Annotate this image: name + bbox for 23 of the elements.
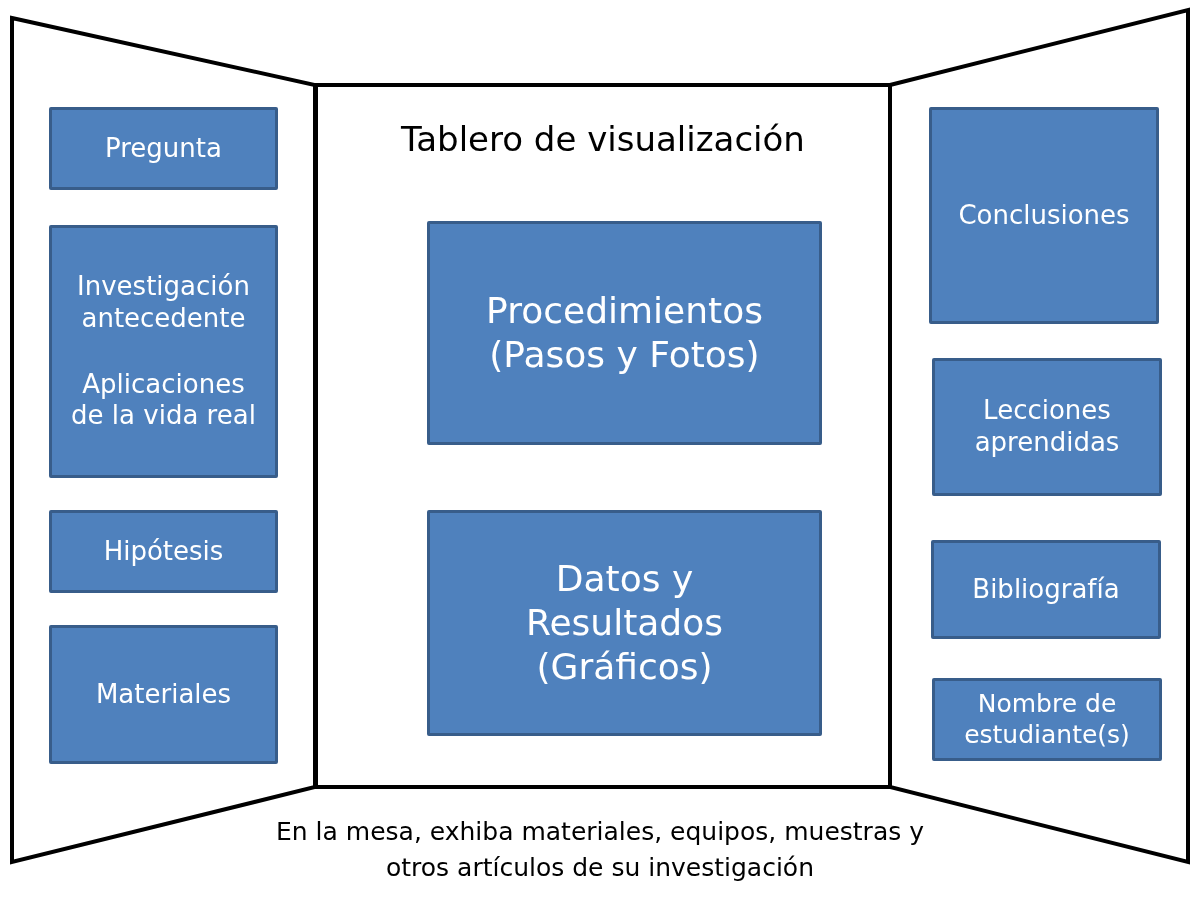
section-card <box>931 540 1161 639</box>
section-card <box>49 107 278 190</box>
section-label: Datos y Resultados (Gráficos) <box>525 557 724 689</box>
section-label: Lecciones aprendidas <box>973 395 1121 459</box>
board-title: Tablero de visualización <box>400 119 806 159</box>
section-label: Nombre de estudiante(s) <box>963 689 1131 750</box>
section-label: Procedimientos (Pasos y Fotos) <box>485 289 764 377</box>
section-label: Bibliografía <box>972 573 1120 606</box>
section-card <box>49 225 278 478</box>
section-label: Materiales <box>95 678 232 711</box>
section-label: Aplicaciones de la vida real <box>70 368 257 432</box>
section-label: Investigación antecedente <box>76 271 251 335</box>
section-card <box>932 358 1162 496</box>
section-card <box>427 510 822 736</box>
section-label: Hipótesis <box>103 535 224 568</box>
section-card <box>49 625 278 764</box>
section-label: Pregunta <box>105 132 222 165</box>
section-card <box>427 221 822 445</box>
note-text: En la mesa, exhiba materiales, equipos, muestras y otros artículos de su investigación <box>275 816 925 884</box>
section-card <box>932 678 1162 761</box>
section-label: Conclusiones <box>958 199 1130 232</box>
section-card <box>49 510 278 593</box>
section-card <box>929 107 1159 324</box>
